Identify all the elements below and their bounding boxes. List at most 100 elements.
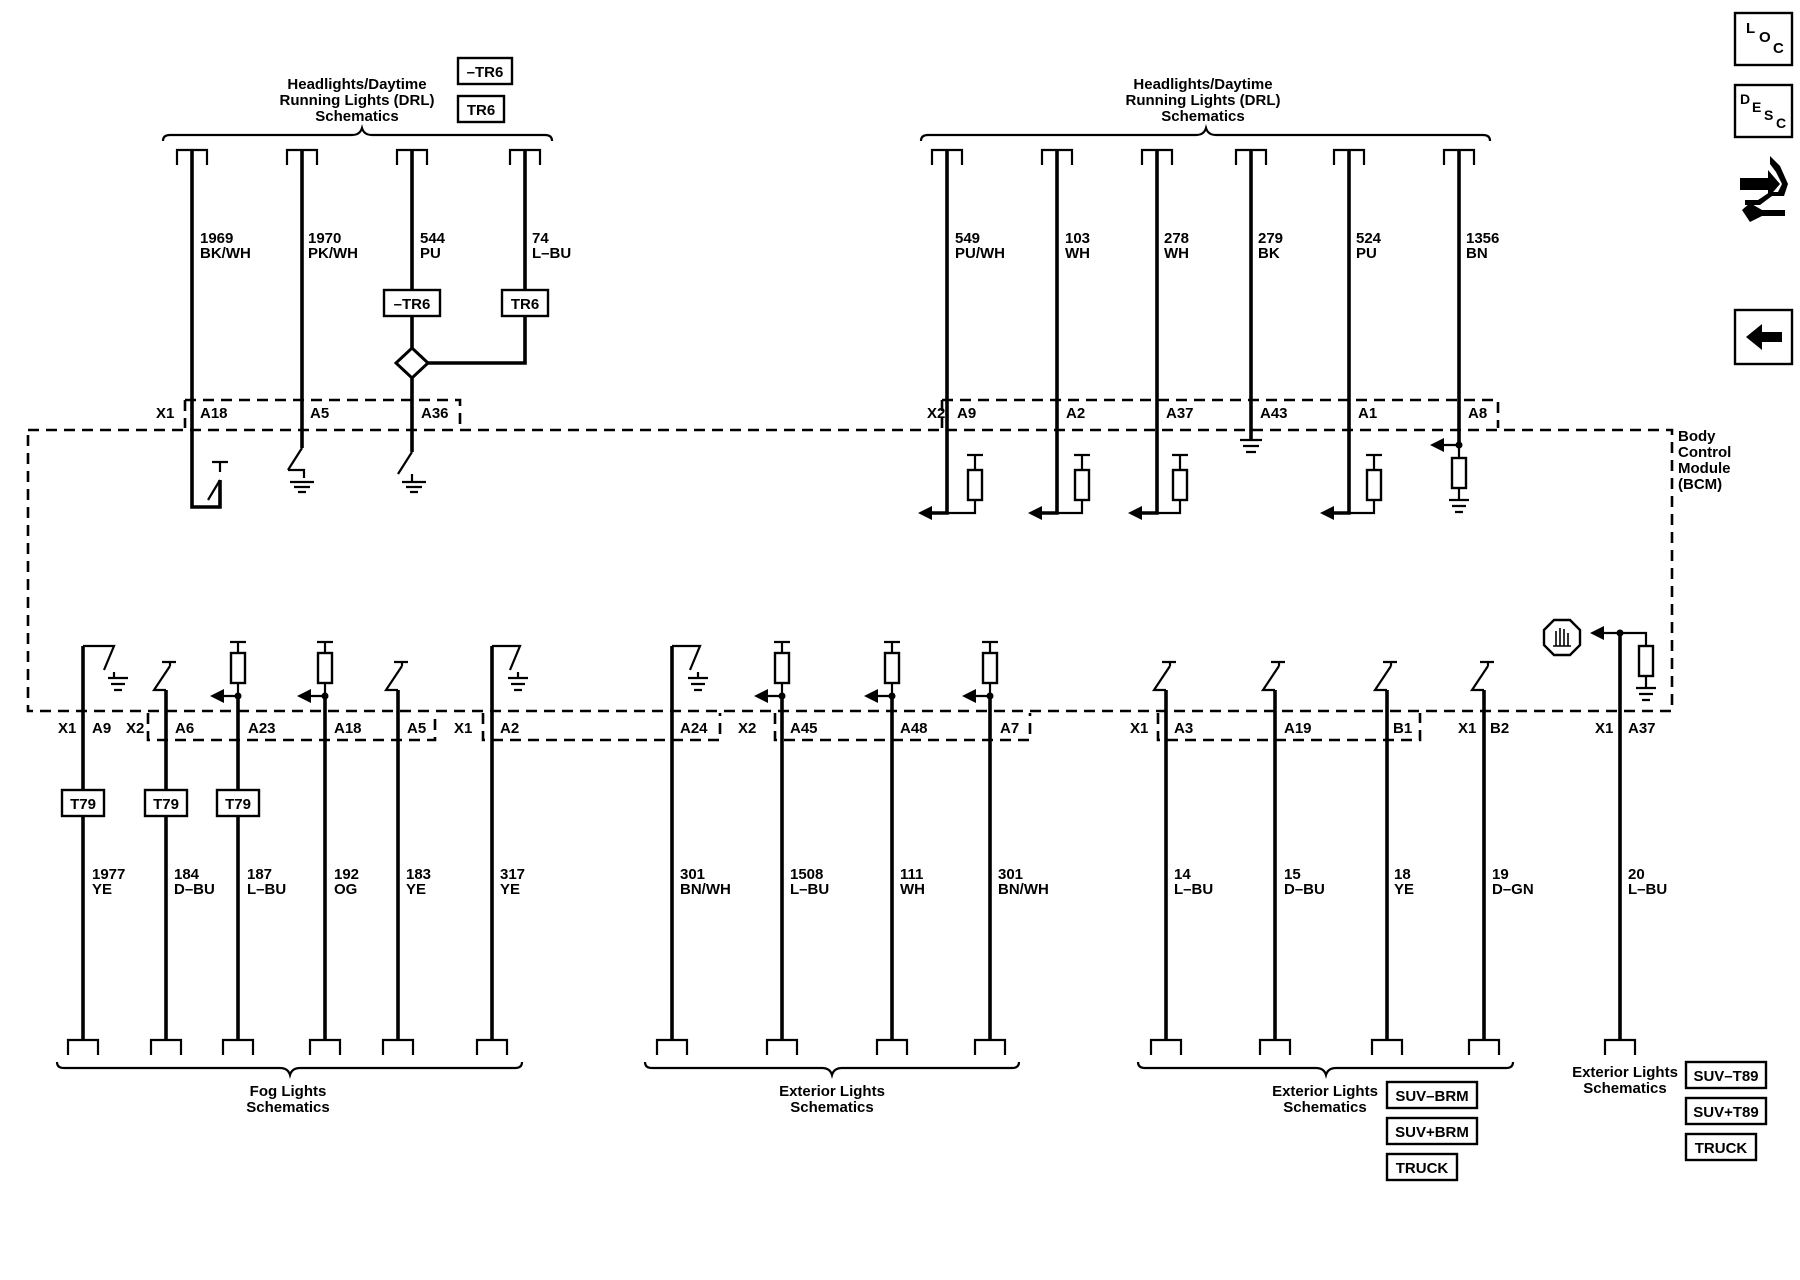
wire-circuit-1970: 1970 — [308, 230, 341, 247]
back-arrow-button[interactable] — [1733, 308, 1794, 366]
pin-a18-top: A18 — [200, 405, 228, 422]
top-left-wires: 1969 BK/WH A18 X1 1970 PK/WH A5 –TR6 544… — [156, 148, 571, 509]
bcm-label-line3: Module — [1678, 460, 1731, 477]
wire-color-549: PU/WH — [955, 245, 1005, 262]
top-right-header: Headlights/Daytime Running Lights (DRL) … — [919, 76, 1492, 142]
wire-color-1970: PK/WH — [308, 245, 358, 262]
nav-desc-letter-s: S — [1764, 107, 1773, 123]
wire-color-1969: BK/WH — [200, 245, 251, 262]
option-suv-plus-brm: SUV+BRM — [1395, 1124, 1469, 1141]
stop-hand-icon — [1542, 618, 1582, 657]
option-label-tr6: TR6 — [467, 102, 495, 119]
nav-loc-button[interactable]: L O C — [1733, 11, 1794, 67]
option-t79-187: T79 — [225, 796, 251, 813]
wire-circuit-317: 317 — [500, 866, 525, 883]
pin-a2-bottom: A2 — [500, 720, 519, 737]
wire-circuit-18: 18 — [1394, 866, 1411, 883]
bcm-label-line1: Body — [1678, 428, 1716, 445]
pin-a7-bottom: A7 — [1000, 720, 1019, 737]
group-ext-c-title-1: Exterior Lights — [1572, 1064, 1678, 1081]
group-ext-a-title-2: Schematics — [790, 1099, 873, 1116]
option-truck-c: TRUCK — [1695, 1140, 1748, 1157]
option-suv-minus-brm: SUV–BRM — [1395, 1088, 1468, 1105]
wire-color-19: D–GN — [1492, 881, 1534, 898]
wire-color-279: BK — [1258, 245, 1280, 262]
pin-a6-bottom: A6 — [175, 720, 194, 737]
wire-circuit-111: 111 — [900, 866, 923, 883]
nav-desc-button[interactable]: D E S C — [1733, 83, 1794, 139]
nav-desc-letter-e: E — [1752, 99, 1761, 115]
inline-option-neg-tr6-label: –TR6 — [394, 296, 431, 313]
option-suv-plus-t89: SUV+T89 — [1693, 1104, 1758, 1121]
inline-option-tr6 — [500, 288, 550, 318]
wire-color-74: L–BU — [532, 245, 571, 262]
wire-color-524: PU — [1356, 245, 1377, 262]
wire-color-111: WH — [900, 881, 925, 898]
option-box-neg-tr6 — [456, 56, 514, 86]
nav-desc-letter-d: D — [1740, 91, 1750, 107]
wire-circuit-1977: 1977 — [92, 866, 125, 883]
group-ext-b-title-1: Exterior Lights — [1272, 1083, 1378, 1100]
fog-lights-brace — [55, 1061, 524, 1079]
wire-circuit-20: 20 — [1628, 866, 1645, 883]
wire-circuit-183: 183 — [406, 866, 431, 883]
nav-loc-letter-c: C — [1773, 40, 1784, 57]
wire-circuit-1508: 1508 — [790, 866, 823, 883]
wire-circuit-549: 549 — [955, 230, 980, 247]
top-right-title-line2: Running Lights (DRL) — [1126, 92, 1281, 109]
wire-color-1977: YE — [92, 881, 112, 898]
pin-a8-top: A8 — [1468, 405, 1487, 422]
ground-symbol — [397, 451, 426, 494]
connector-x2-bottom-a: X2 — [126, 720, 144, 737]
pin-a43-top: A43 — [1260, 405, 1288, 422]
bottom-groups: Fog Lights Schematics Exterior Lights Sc… — [55, 1060, 1768, 1182]
pin-a5-bottom: A5 — [407, 720, 426, 737]
wire-color-544: PU — [420, 245, 441, 262]
wire-circuit-15: 15 — [1284, 866, 1301, 883]
wire-color-187: L–BU — [247, 881, 286, 898]
connector-end-view-icon[interactable] — [1740, 156, 1788, 222]
pin-a2-top: A2 — [1066, 405, 1085, 422]
splice-diamond — [393, 345, 431, 381]
connector-x1-bottom-c: X1 — [1130, 720, 1148, 737]
wire-color-301a: BN/WH — [680, 881, 731, 898]
connector-x1-bottom-d: X1 — [1458, 720, 1476, 737]
top-right-title-line3: Schematics — [1161, 108, 1244, 125]
pin-a9-top: A9 — [957, 405, 976, 422]
wire-color-20: L–BU — [1628, 881, 1667, 898]
bcm-boundary: Body Control Module (BCM) — [26, 398, 1731, 742]
top-right-wires: X2 549 PU/WH A9 103 WH A2 278 WH A37 279… — [918, 148, 1499, 520]
bcm-label-line4: (BCM) — [1678, 476, 1722, 493]
pin-a36-top: A36 — [421, 405, 449, 422]
bcm-label-line2: Control — [1678, 444, 1731, 461]
wire-color-184: D–BU — [174, 881, 215, 898]
connector-x1-bottom-e: X1 — [1595, 720, 1613, 737]
option-t79-1977: T79 — [70, 796, 96, 813]
group-fog-title-1: Fog Lights — [250, 1083, 327, 1100]
top-right-brace — [919, 124, 1492, 142]
wire-color-1508: L–BU — [790, 881, 829, 898]
wire-color-192: OG — [334, 881, 357, 898]
connector-x1-top: X1 — [156, 405, 174, 422]
wire-circuit-192: 192 — [334, 866, 359, 883]
wire-circuit-301b: 301 — [998, 866, 1023, 883]
inline-option-tr6-label: TR6 — [511, 296, 539, 313]
connector-x2-bottom-b: X2 — [738, 720, 756, 737]
wire-circuit-278: 278 — [1164, 230, 1189, 247]
pin-a5-top: A5 — [310, 405, 329, 422]
connector-x1-bottom-b: X1 — [454, 720, 472, 737]
arrow-symbol — [918, 506, 932, 520]
wire-color-317: YE — [500, 881, 520, 898]
pin-a1-top: A1 — [1358, 405, 1377, 422]
wire-circuit-14: 14 — [1174, 866, 1191, 883]
top-left-header: Headlights/Daytime Running Lights (DRL) … — [161, 56, 554, 142]
bottom-wires: X1 X2 X1 X2 X1 X1 X1 A9 T79 1977 YE A6 T… — [58, 618, 1667, 1055]
wire-circuit-103: 103 — [1065, 230, 1090, 247]
group-ext-c-title-2: Schematics — [1583, 1080, 1666, 1097]
wire-circuit-544: 544 — [420, 230, 446, 247]
option-t79-184: T79 — [153, 796, 179, 813]
switch-symbol — [207, 460, 228, 501]
inline-option-neg-tr6 — [382, 288, 442, 318]
wire-color-14: L–BU — [1174, 881, 1213, 898]
